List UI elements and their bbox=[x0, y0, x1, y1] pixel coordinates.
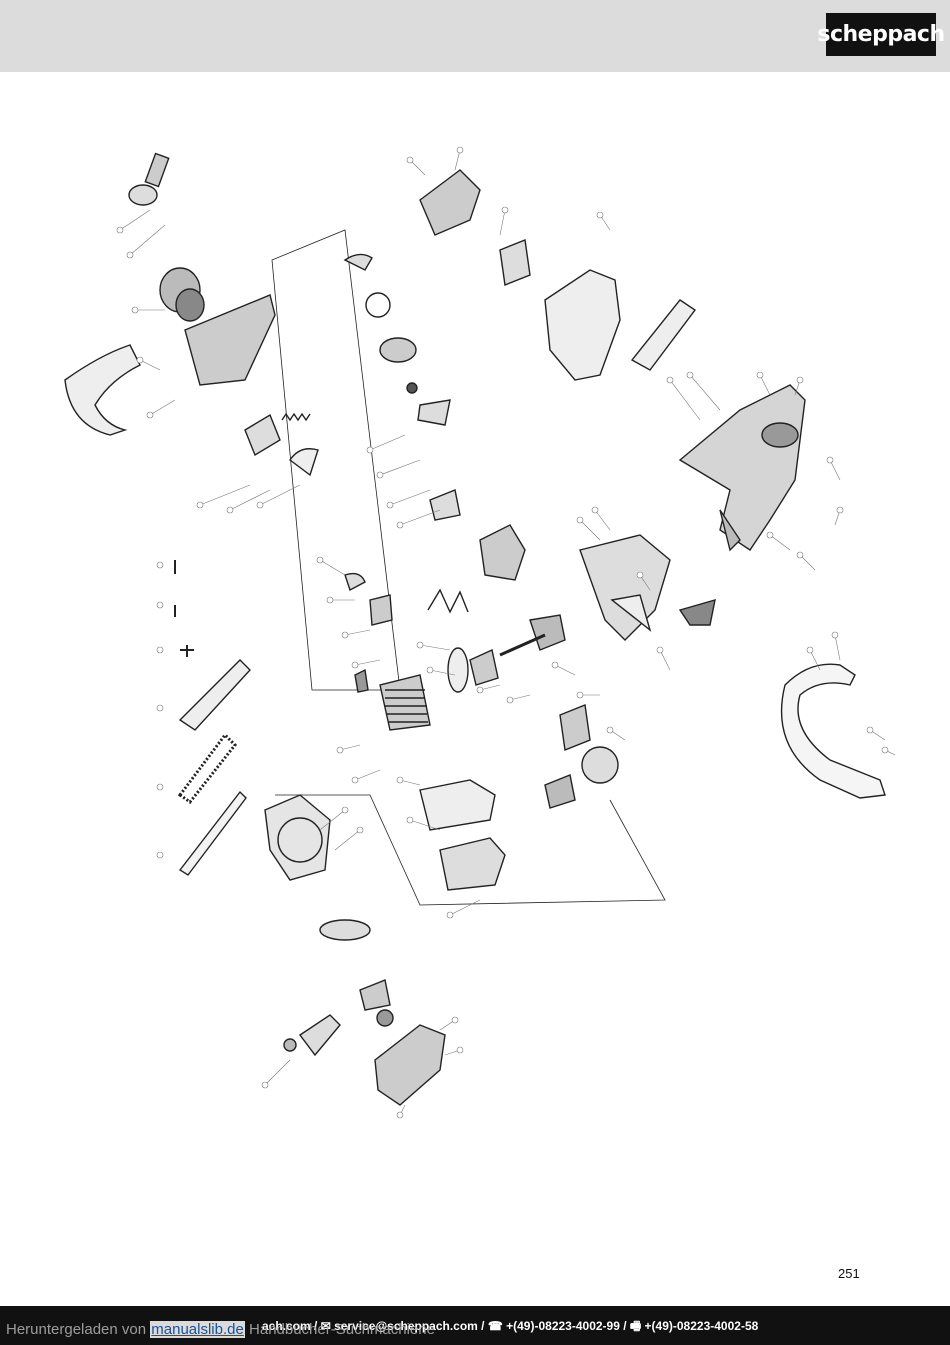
page-number: 251 bbox=[838, 1266, 860, 1281]
header-band: scheppach bbox=[0, 0, 950, 72]
download-prefix: Heruntergeladen von bbox=[6, 1321, 147, 1338]
footer-band: ach.com / ✉ service@scheppach.com / ☎ +(… bbox=[0, 1306, 950, 1345]
footer-contact-line: ach.com / ✉ service@scheppach.com / ☎ +(… bbox=[262, 1319, 759, 1333]
exploded-parts-diagram bbox=[64, 146, 896, 1119]
download-suffix: Handbücher-Suchmachiene bbox=[249, 1321, 435, 1338]
manualslib-link[interactable]: manualslib.de bbox=[150, 1321, 245, 1338]
scheppach-logo: scheppach bbox=[817, 13, 945, 56]
download-attribution: Heruntergeladen von manualslib.de Handbü… bbox=[6, 1321, 435, 1338]
